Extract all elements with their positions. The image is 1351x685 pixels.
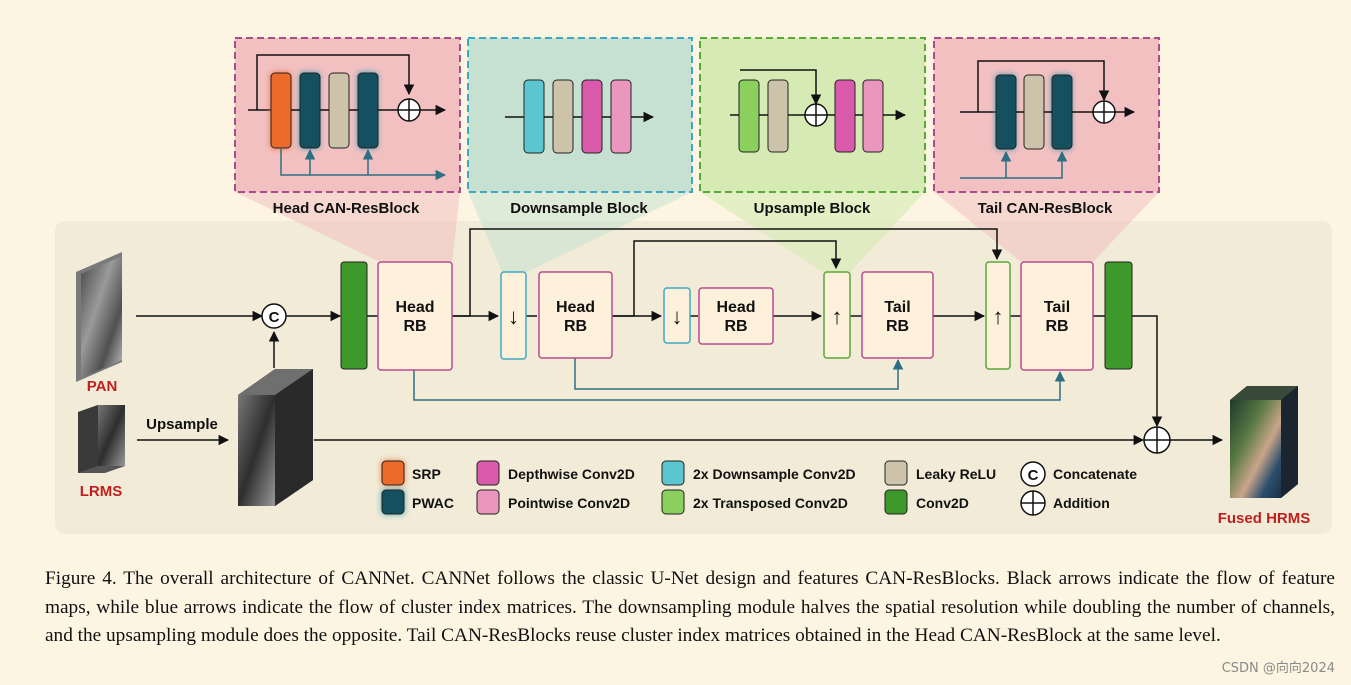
fused-hrms-label: Fused HRMS <box>1218 510 1311 527</box>
srp-layer <box>270 72 292 149</box>
addition-icon <box>397 98 421 122</box>
upsample-title: Upsample Block <box>754 200 871 217</box>
svg-text:Head: Head <box>716 299 755 316</box>
upsampled-ms-image <box>238 369 313 506</box>
head-rb-level2: Head RB <box>538 271 613 359</box>
svg-text:RB: RB <box>724 318 747 335</box>
addition-icon <box>1143 426 1171 454</box>
svg-text:RB: RB <box>1045 318 1068 335</box>
pan-label: PAN <box>87 378 118 395</box>
svg-text:C: C <box>269 309 280 326</box>
upsample-block-2: ↑ <box>985 261 1011 370</box>
fused-hrms-image <box>1230 386 1298 498</box>
down-projection <box>468 192 692 272</box>
leaky-relu-layer <box>1023 74 1045 150</box>
pwac-layer <box>1051 74 1073 150</box>
pointwise-conv-layer <box>610 79 632 154</box>
downsample-title: Downsample Block <box>510 200 648 217</box>
head-resblock-panel <box>234 37 461 193</box>
legend-srp-swatch <box>381 460 405 486</box>
legend-conv2d-label: Conv2D <box>916 495 969 511</box>
legend-depthwise-swatch <box>476 460 500 486</box>
legend-transposed-swatch <box>661 489 685 515</box>
svg-text:RB: RB <box>564 318 587 335</box>
concatenate-icon: C <box>1020 461 1046 487</box>
legend-leaky-label: Leaky ReLU <box>916 466 996 482</box>
downsample-block-2: ↓ <box>663 287 691 344</box>
legend-depthwise-label: Depthwise Conv2D <box>508 466 635 482</box>
lrms-label: LRMS <box>80 483 123 500</box>
leaky-relu-layer <box>767 79 789 153</box>
legend-leaky-swatch <box>884 460 908 486</box>
conv2d-block-out <box>1104 261 1133 370</box>
svg-text:Head: Head <box>395 299 434 316</box>
figure-caption: Figure 4. The overall architecture of CA… <box>45 568 1335 646</box>
pan-image <box>76 252 122 382</box>
pwac-layer <box>995 74 1017 150</box>
leaky-relu-layer <box>328 72 350 149</box>
pwac-layer <box>357 72 379 149</box>
downsample-panel <box>467 37 693 193</box>
svg-text:Tail: Tail <box>884 299 910 316</box>
lrms-image <box>78 405 125 473</box>
legend-downsample-swatch <box>661 460 685 486</box>
pointwise-conv-layer <box>862 79 884 153</box>
legend-transposed-label: 2x Transposed Conv2D <box>693 495 848 511</box>
head-rb-level1: Head RB <box>377 261 453 371</box>
tail-rb-level2: Tail RB <box>861 271 934 359</box>
upsample-panel <box>699 37 926 193</box>
concatenate-icon: C <box>261 303 287 329</box>
legend-pwac-swatch <box>381 489 405 515</box>
legend-concatenate-label: Concatenate <box>1053 466 1137 482</box>
addition-icon <box>1020 490 1046 516</box>
svg-text:↓: ↓ <box>508 304 519 329</box>
upsample-block-1: ↑ <box>823 271 851 359</box>
downsample-block-1: ↓ <box>500 271 527 360</box>
depthwise-conv-layer <box>581 79 603 154</box>
up-projection <box>700 192 925 272</box>
head-resblock-title: Head CAN-ResBlock <box>273 200 420 217</box>
tail-resblock-title: Tail CAN-ResBlock <box>978 200 1113 217</box>
main-background <box>55 221 1332 534</box>
transposed-conv-layer <box>738 79 760 153</box>
tail-projection <box>934 192 1159 262</box>
addition-icon <box>804 103 828 127</box>
conv2d-block-in <box>340 261 368 370</box>
svg-text:Tail: Tail <box>1044 299 1070 316</box>
legend-addition-label: Addition <box>1053 495 1110 511</box>
svg-text:RB: RB <box>403 318 426 335</box>
tail-resblock-panel <box>933 37 1160 193</box>
legend-pointwise-swatch <box>476 489 500 515</box>
architecture-diagram: Head CAN-ResBlock Downsample Block Upsam… <box>55 37 1332 534</box>
legend-srp-label: SRP <box>412 466 441 482</box>
svg-text:↓: ↓ <box>672 304 683 329</box>
legend-downsample-label: 2x Downsample Conv2D <box>693 466 856 482</box>
downsample-conv-layer <box>523 79 545 154</box>
svg-text:Head: Head <box>556 299 595 316</box>
depthwise-conv-layer <box>834 79 856 153</box>
svg-text:C: C <box>1028 467 1039 484</box>
head-projection <box>235 192 460 262</box>
watermark: CSDN @向向2024 <box>1221 661 1335 676</box>
pwac-layer <box>299 72 321 149</box>
legend-pwac-label: PWAC <box>412 495 454 511</box>
legend-conv2d-swatch <box>884 489 908 515</box>
addition-icon <box>1092 100 1116 124</box>
upsample-label: Upsample <box>146 416 218 433</box>
svg-text:↑: ↑ <box>993 304 1004 329</box>
svg-text:↑: ↑ <box>832 304 843 329</box>
legend: SRP PWAC Depthwise Conv2D Pointwise Conv… <box>381 460 1137 516</box>
legend-pointwise-label: Pointwise Conv2D <box>508 495 630 511</box>
leaky-relu-layer <box>552 79 574 154</box>
tail-rb-level1: Tail RB <box>1020 261 1094 371</box>
head-rb-level3: Head RB <box>698 287 774 345</box>
svg-text:RB: RB <box>886 318 909 335</box>
